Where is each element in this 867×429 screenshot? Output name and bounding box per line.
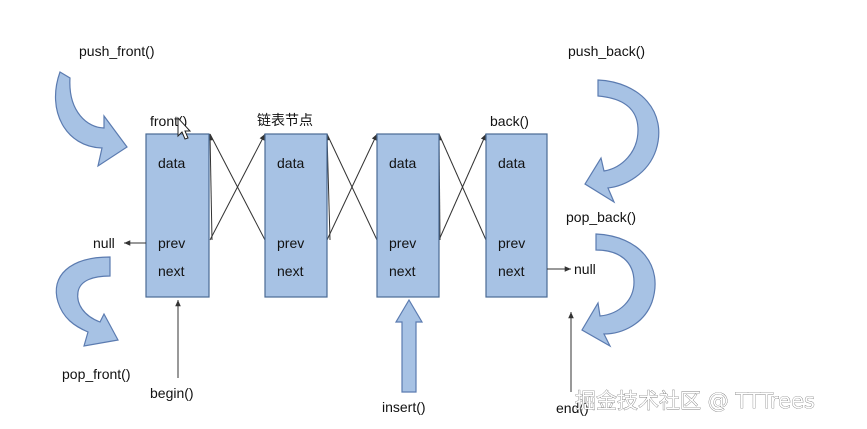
link-up-to-node-1 xyxy=(207,133,213,241)
list-node-4: data prev next xyxy=(485,133,548,298)
pop-back-label: pop_back() xyxy=(566,209,636,225)
node-field-next: next xyxy=(277,263,304,279)
node-field-data: data xyxy=(158,155,185,171)
node-field-data: data xyxy=(277,155,304,171)
pop-front-label: pop_front() xyxy=(62,366,130,382)
node-box xyxy=(264,133,328,298)
link-prev-3-2 xyxy=(326,133,378,241)
null-left-label: null xyxy=(93,235,115,251)
mouse-cursor-icon xyxy=(177,116,192,140)
push-front-curved-arrow-icon xyxy=(55,71,128,168)
insert-label: insert() xyxy=(382,399,426,415)
node-box xyxy=(376,133,440,298)
node-field-data: data xyxy=(389,155,416,171)
node-field-data: data xyxy=(498,155,525,171)
node-field-prev: prev xyxy=(498,235,525,251)
node-field-prev: prev xyxy=(389,235,416,251)
pop-front-curved-arrow-icon xyxy=(55,256,119,347)
node-field-prev: prev xyxy=(158,235,185,251)
push-front-label: push_front() xyxy=(79,43,154,59)
list-node-1: data prev next xyxy=(145,133,210,298)
back-label: back() xyxy=(490,113,529,129)
watermark-text: 掘金技术社区 @ TTTrees xyxy=(575,389,815,413)
list-node-2: data prev next xyxy=(264,133,328,298)
node-box xyxy=(485,133,548,298)
link-prev-2-1 xyxy=(209,133,266,241)
end-label: end() xyxy=(556,400,589,416)
push-back-curved-arrow-icon xyxy=(584,79,660,204)
push-back-label: push_back() xyxy=(568,43,645,59)
pop-back-curved-arrow-icon xyxy=(581,233,656,348)
node-field-prev: prev xyxy=(277,235,304,251)
null-right-label: null xyxy=(574,261,596,277)
insert-block-arrow-icon xyxy=(394,298,424,393)
node-caption-label: 链表节点 xyxy=(257,112,313,128)
list-node-3: data prev next xyxy=(376,133,440,298)
node-box xyxy=(145,133,210,298)
node-field-next: next xyxy=(498,263,525,279)
node-field-next: next xyxy=(158,263,185,279)
node-field-next: next xyxy=(389,263,416,279)
begin-label: begin() xyxy=(150,385,194,401)
link-prev-4-3 xyxy=(438,133,487,241)
